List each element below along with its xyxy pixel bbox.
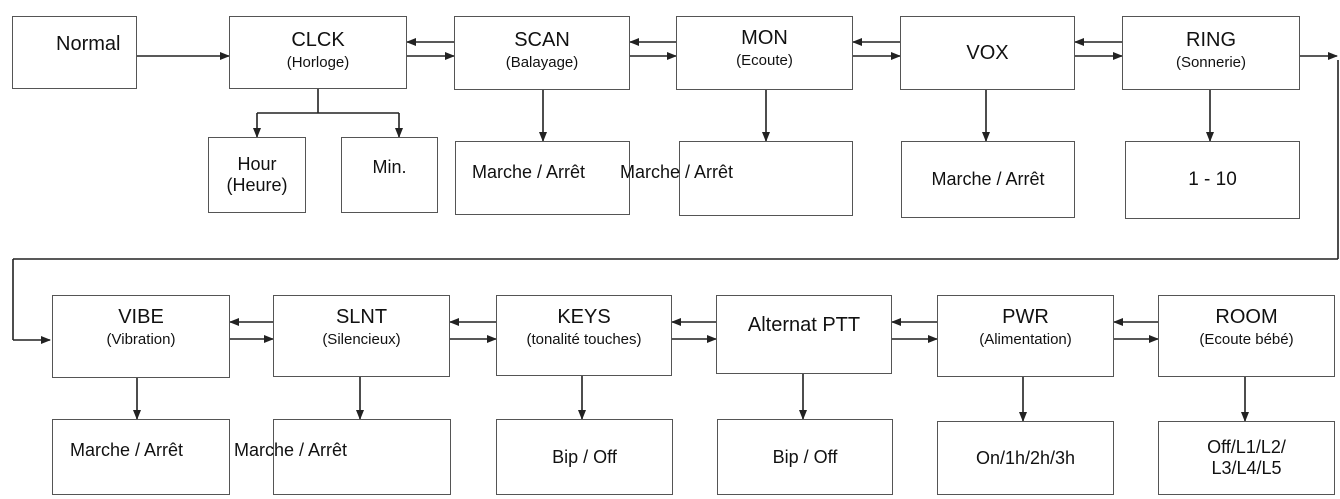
value-slnt — [273, 419, 451, 495]
node-vibe-sub: (Vibration) — [106, 331, 176, 348]
value-vox: Marche / Arrêt — [901, 141, 1075, 218]
value-mon-text: Marche / Arrêt — [620, 162, 734, 182]
node-normal: Normal — [12, 16, 137, 89]
node-vibe: VIBE (Vibration) — [52, 295, 230, 378]
node-room-sub: (Ecoute bébé) — [1199, 331, 1294, 348]
value-vibe — [52, 419, 230, 495]
node-vox: VOX — [900, 16, 1075, 90]
node-clck: CLCK (Horloge) — [229, 16, 407, 89]
node-vox-title: VOX — [966, 41, 1009, 64]
value-ring-text: 1 - 10 — [1188, 169, 1237, 191]
node-pwr: PWR (Alimentation) — [937, 295, 1114, 377]
value-min-label: Min. — [372, 157, 407, 177]
node-ring-title: RING — [1186, 29, 1236, 51]
value-vibe-text: Marche / Arrêt — [70, 440, 184, 460]
node-room-title: ROOM — [1215, 306, 1278, 328]
value-vox-text: Marche / Arrêt — [931, 169, 1045, 190]
value-keys-text: Bip / Off — [552, 446, 617, 467]
node-slnt-sub: (Silencieux) — [322, 331, 401, 348]
node-keys-sub: (tonalité touches) — [526, 331, 642, 348]
node-scan-title: SCAN — [514, 29, 570, 51]
node-normal-label: Normal — [56, 33, 121, 55]
node-pwr-title: PWR — [1002, 306, 1049, 328]
value-slnt-text: Marche / Arrêt — [234, 440, 348, 460]
value-hour: Hour (Heure) — [208, 137, 306, 213]
value-hour-line2: (Heure) — [226, 175, 288, 195]
value-ptt: Bip / Off — [717, 419, 893, 495]
node-clck-title: CLCK — [291, 29, 345, 51]
value-room-line2: L3/L4/L5 — [1211, 458, 1282, 478]
node-keys: KEYS (tonalité touches) — [496, 295, 672, 376]
value-min: Min. — [341, 137, 438, 213]
value-mon — [679, 141, 853, 216]
node-ptt: Alternat PTT — [716, 295, 892, 374]
node-slnt-title: SLNT — [335, 306, 388, 328]
value-scan — [455, 141, 630, 215]
node-ring-sub: (Sonnerie) — [1175, 54, 1247, 71]
node-scan-sub: (Balayage) — [505, 54, 579, 71]
node-mon-title: MON — [741, 27, 788, 49]
value-ring: 1 - 10 — [1125, 141, 1300, 219]
value-hour-line1: Hour — [237, 154, 277, 175]
node-slnt: SLNT (Silencieux) — [273, 295, 450, 377]
node-pwr-sub: (Alimentation) — [979, 331, 1072, 348]
node-vibe-title: VIBE — [118, 306, 164, 328]
value-room-line1: Off/L1/L2/ — [1207, 437, 1286, 458]
node-keys-title: KEYS — [557, 306, 611, 328]
node-room: ROOM (Ecoute bébé) — [1158, 295, 1335, 377]
node-mon: MON (Ecoute) — [676, 16, 853, 90]
value-pwr-text: On/1h/2h/3h — [975, 447, 1076, 468]
node-clck-sub: (Horloge) — [286, 54, 350, 71]
value-scan-text: Marche / Arrêt — [472, 162, 586, 182]
value-keys: Bip / Off — [496, 419, 673, 495]
value-room: Off/L1/L2/ L3/L4/L5 — [1158, 421, 1335, 495]
node-scan: SCAN (Balayage) — [454, 16, 630, 90]
node-ptt-title: Alternat PTT — [747, 314, 861, 336]
node-ring: RING (Sonnerie) — [1122, 16, 1300, 90]
node-mon-sub: (Ecoute) — [736, 52, 793, 69]
value-ptt-text: Bip / Off — [772, 446, 838, 467]
value-pwr: On/1h/2h/3h — [937, 421, 1114, 495]
